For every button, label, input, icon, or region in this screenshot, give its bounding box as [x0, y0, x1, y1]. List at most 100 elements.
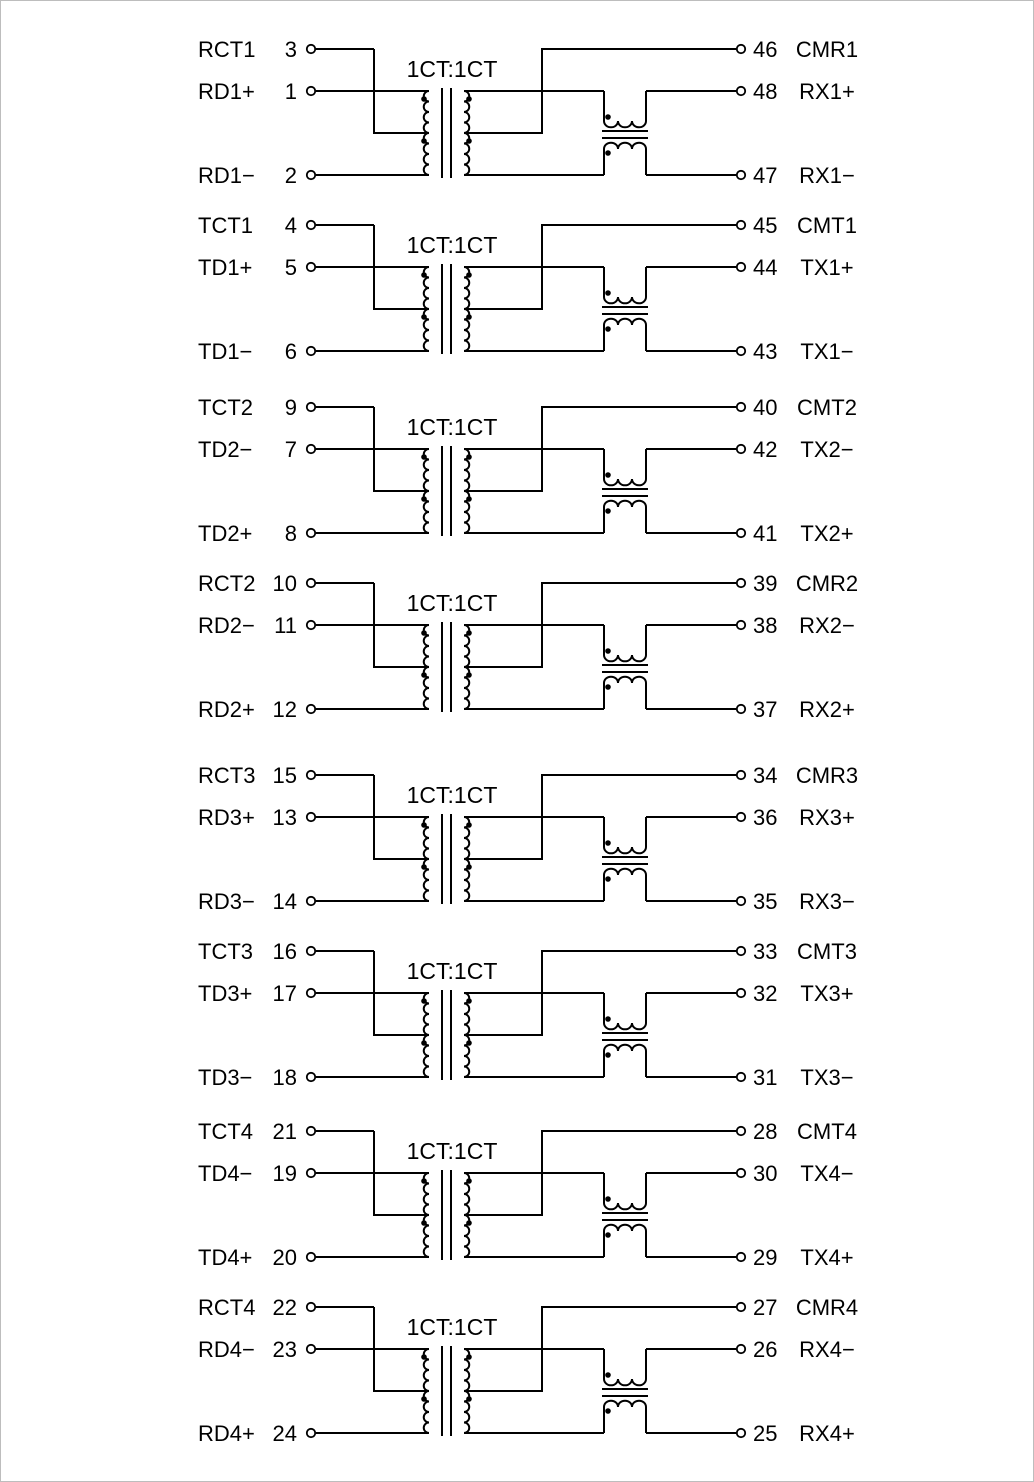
- right-signal-label: CMR1: [796, 37, 858, 62]
- polarity-dot: [605, 326, 611, 332]
- pin-terminal: [735, 1125, 747, 1137]
- right-pin-number: 34: [753, 763, 777, 788]
- left-signal-label: TD2+: [198, 521, 252, 546]
- pin-terminal: [305, 811, 317, 823]
- polarity-dot: [605, 1372, 611, 1378]
- polarity-dot: [466, 272, 472, 278]
- right-pin-number: 29: [753, 1245, 777, 1270]
- right-pin-number: 30: [753, 1161, 777, 1186]
- polarity-dot: [421, 1040, 427, 1046]
- right-pin-number: 46: [753, 37, 777, 62]
- left-pin-number: 13: [273, 805, 297, 830]
- right-signal-label: TX3+: [800, 981, 853, 1006]
- right-pin-number: 25: [753, 1421, 777, 1446]
- pin-terminal: [735, 1251, 747, 1263]
- pin-terminal: [305, 401, 317, 413]
- left-signal-label: RD3+: [198, 805, 255, 830]
- polarity-dot: [466, 314, 472, 320]
- pin-terminal: [305, 1427, 317, 1439]
- left-signal-label: RD3−: [198, 889, 255, 914]
- left-signal-label: TCT1: [198, 213, 253, 238]
- pin-terminal: [735, 261, 747, 273]
- right-signal-label: RX3+: [799, 805, 855, 830]
- polarity-dot: [466, 454, 472, 460]
- right-signal-label: RX1−: [799, 163, 855, 188]
- right-signal-label: RX4−: [799, 1337, 855, 1362]
- polarity-dot: [421, 630, 427, 636]
- transformer-ratio-label: 1CT:1CT: [407, 1138, 498, 1164]
- right-signal-label: RX3−: [799, 889, 855, 914]
- pin-terminal: [735, 895, 747, 907]
- right-signal-label: RX1+: [799, 79, 855, 104]
- right-pin-number: 27: [753, 1295, 777, 1320]
- left-pin-number: 11: [274, 613, 297, 638]
- left-pin-number: 19: [273, 1161, 297, 1186]
- pin-terminal: [735, 1343, 747, 1355]
- right-pin-number: 38: [753, 613, 777, 638]
- pin-terminal: [305, 1343, 317, 1355]
- polarity-dot: [605, 290, 611, 296]
- right-pin-number: 39: [753, 571, 777, 596]
- left-signal-label: TD3−: [198, 1065, 252, 1090]
- right-pin-number: 42: [753, 437, 777, 462]
- left-signal-label: TCT2: [198, 395, 253, 420]
- right-signal-label: CMT3: [797, 939, 857, 964]
- transformer-ratio-label: 1CT:1CT: [407, 590, 498, 616]
- right-pin-number: 44: [753, 255, 777, 280]
- left-pin-number: 22: [273, 1295, 297, 1320]
- polarity-dot: [466, 672, 472, 678]
- polarity-dot: [421, 1396, 427, 1402]
- left-pin-number: 12: [273, 697, 297, 722]
- left-signal-label: TD4+: [198, 1245, 252, 1270]
- pin-terminal: [735, 443, 747, 455]
- pin-terminal: [735, 577, 747, 589]
- polarity-dot: [466, 138, 472, 144]
- pin-terminal: [735, 219, 747, 231]
- polarity-dot: [466, 822, 472, 828]
- transformer-ratio-label: 1CT:1CT: [407, 958, 498, 984]
- left-pin-number: 23: [273, 1337, 297, 1362]
- left-pin-number: 16: [273, 939, 297, 964]
- pin-terminal: [735, 945, 747, 957]
- polarity-dot: [605, 648, 611, 654]
- right-signal-label: TX3−: [800, 1065, 853, 1090]
- pin-terminal: [305, 577, 317, 589]
- pin-terminal: [305, 527, 317, 539]
- left-signal-label: RCT2: [198, 571, 255, 596]
- pin-terminal: [305, 769, 317, 781]
- left-pin-number: 6: [285, 339, 297, 364]
- right-signal-label: TX2−: [800, 437, 853, 462]
- left-signal-label: RD4−: [198, 1337, 255, 1362]
- pin-terminal: [305, 1301, 317, 1313]
- right-signal-label: CMT4: [797, 1119, 857, 1144]
- polarity-dot: [605, 1408, 611, 1414]
- left-pin-number: 7: [285, 437, 297, 462]
- pin-terminal: [735, 619, 747, 631]
- left-signal-label: TD2−: [198, 437, 252, 462]
- left-signal-label: TD1+: [198, 255, 252, 280]
- polarity-dot: [605, 508, 611, 514]
- pin-terminal: [305, 1125, 317, 1137]
- polarity-dot: [605, 1196, 611, 1202]
- pin-terminal: [305, 85, 317, 97]
- right-pin-number: 36: [753, 805, 777, 830]
- polarity-dot: [605, 114, 611, 120]
- right-pin-number: 35: [753, 889, 777, 914]
- pin-terminal: [735, 1071, 747, 1083]
- pin-terminal: [735, 811, 747, 823]
- polarity-dot: [421, 272, 427, 278]
- right-signal-label: RX4+: [799, 1421, 855, 1446]
- pin-terminal: [305, 987, 317, 999]
- pin-terminal: [305, 1071, 317, 1083]
- left-pin-number: 2: [285, 163, 297, 188]
- polarity-dot: [466, 496, 472, 502]
- left-pin-number: 1: [285, 79, 297, 104]
- pin-terminal: [305, 1251, 317, 1263]
- left-signal-label: RD1−: [198, 163, 255, 188]
- left-pin-number: 21: [273, 1119, 297, 1144]
- left-pin-number: 18: [273, 1065, 297, 1090]
- polarity-dot: [421, 138, 427, 144]
- left-signal-label: RCT3: [198, 763, 255, 788]
